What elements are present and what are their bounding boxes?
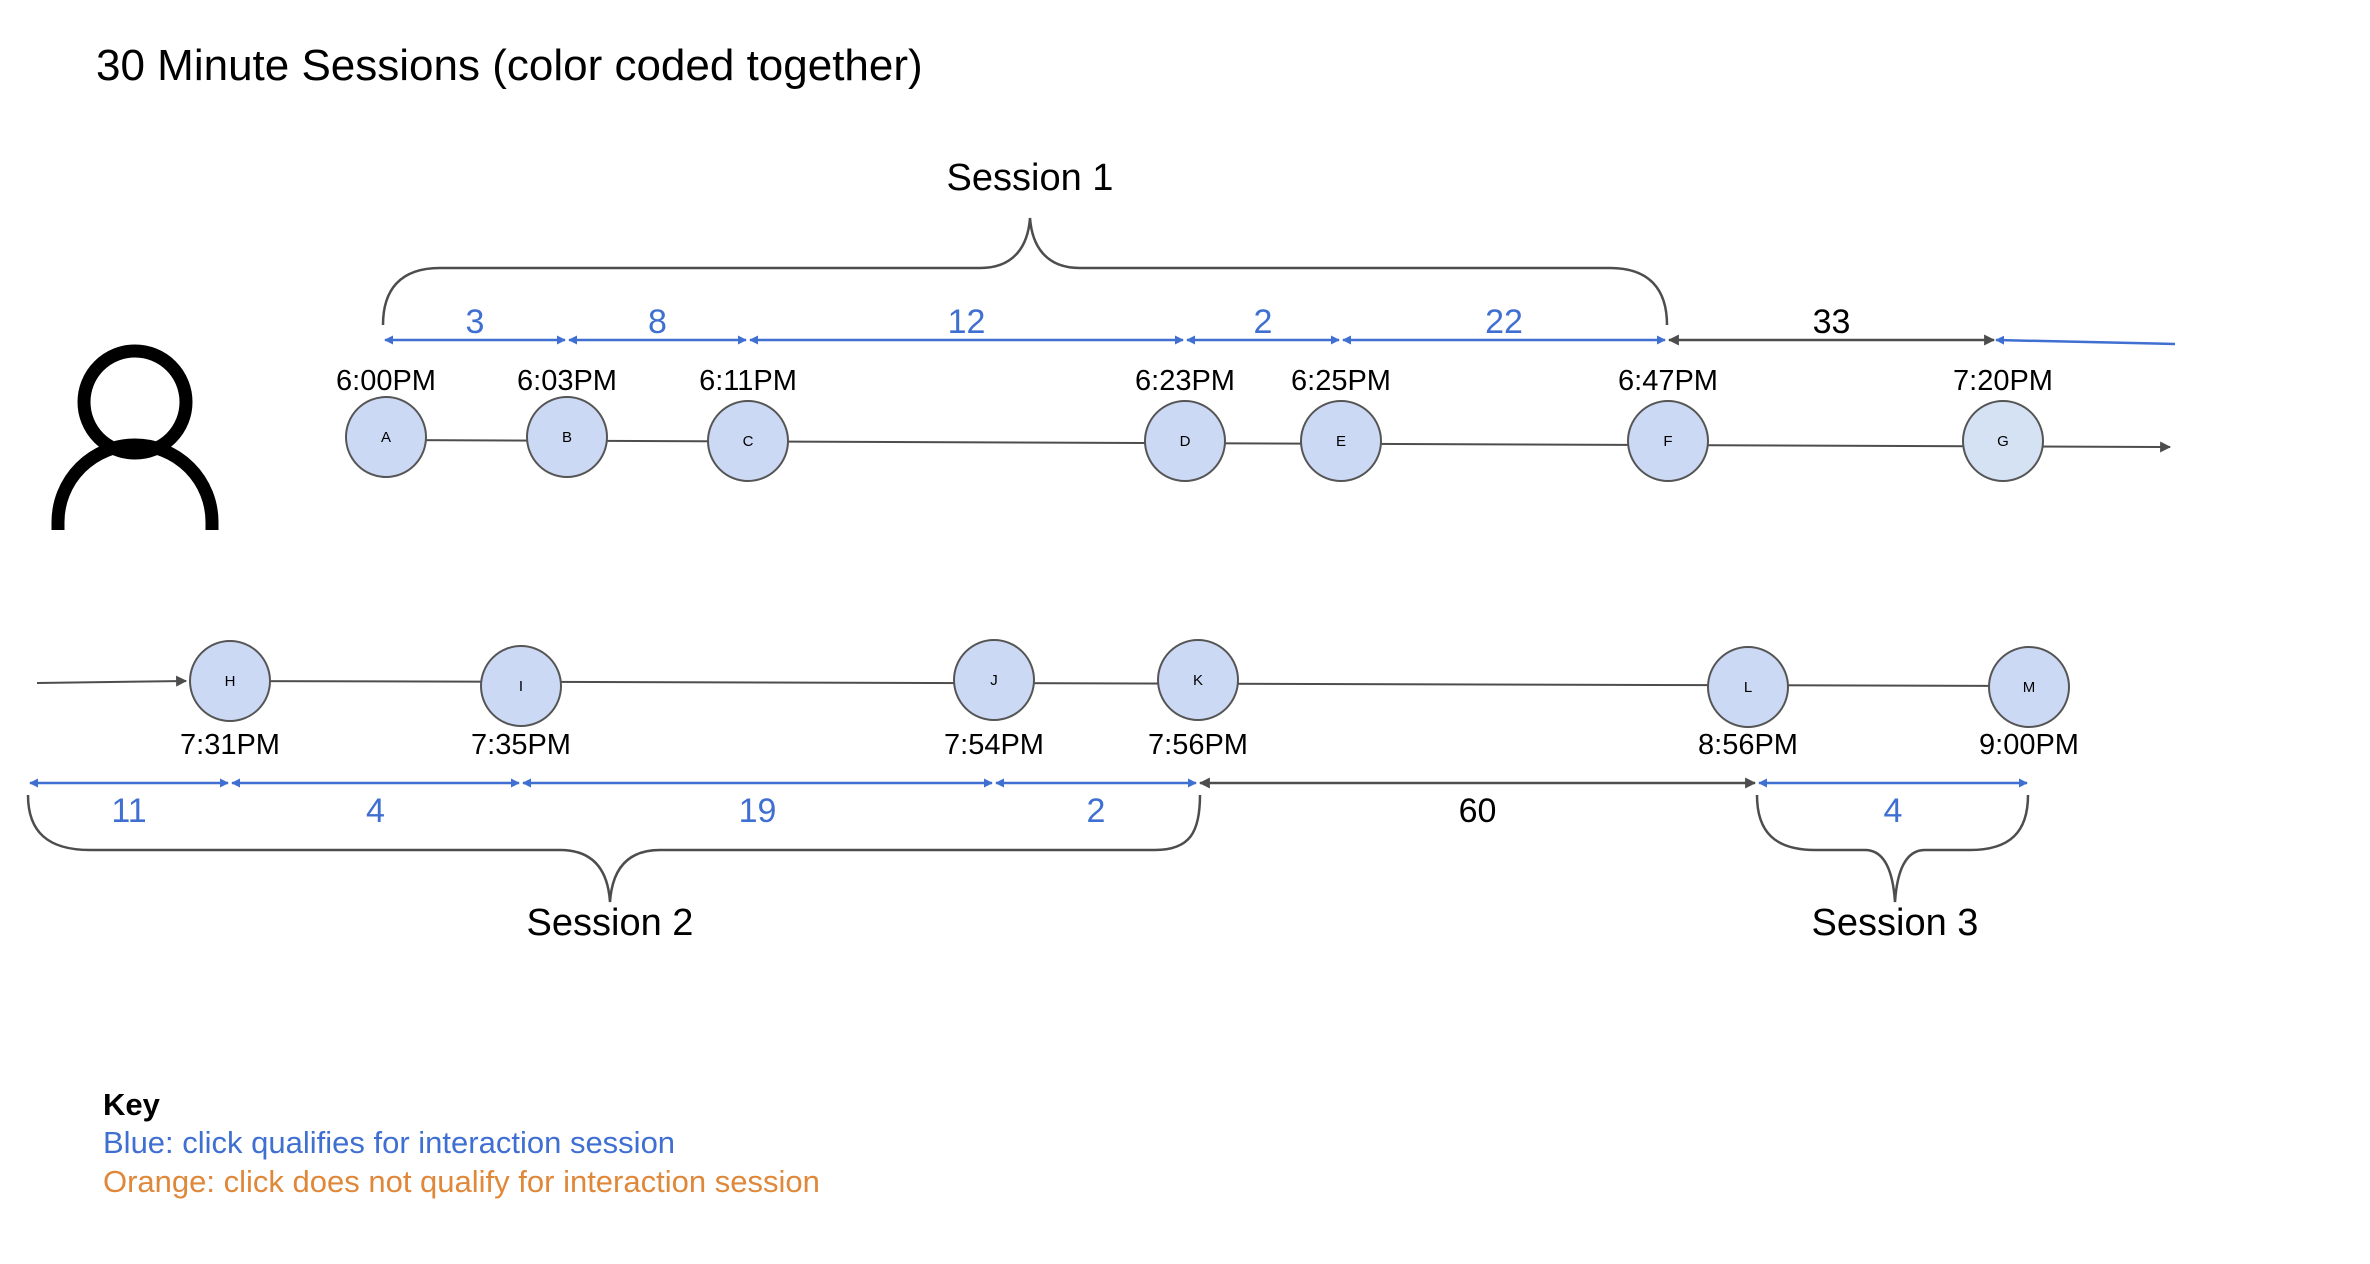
time-label: 7:20PM (1953, 365, 2053, 397)
gap-minutes-label: 4 (366, 792, 385, 830)
click-node-l: L 8:56PM (1698, 646, 1798, 761)
key-title: Key (103, 1087, 161, 1122)
time-label: 6:47PM (1618, 365, 1718, 397)
gap-interval: 2 (995, 778, 1197, 830)
click-node-a: A 6:00PM (336, 365, 436, 478)
node-circle (526, 396, 608, 478)
gap-minutes-label: 11 (111, 792, 146, 830)
node-circle (480, 645, 562, 727)
gap-minutes-label: 4 (1884, 792, 1903, 830)
click-node-k: K 7:56PM (1148, 639, 1248, 761)
gap-interval: 4 (231, 778, 520, 830)
node-label: E (1336, 433, 1346, 450)
time-label: 6:25PM (1291, 365, 1391, 397)
click-node-i: I 7:35PM (471, 645, 571, 761)
time-label: 6:23PM (1135, 365, 1235, 397)
node-label: C (743, 433, 754, 450)
gap-minutes-label: 12 (948, 303, 986, 341)
click-node-g: G 7:20PM (1953, 365, 2053, 482)
node-label: I (519, 678, 523, 695)
gap-minutes-label: 3 (466, 303, 485, 341)
gap-interval: 33 (1667, 303, 1996, 346)
key-blue-text: Blue: click qualifies for interaction se… (103, 1125, 675, 1160)
gap-minutes-label: 19 (739, 792, 777, 830)
gap-minutes-label: 2 (1254, 303, 1273, 341)
gap-interval: 3 (384, 303, 566, 345)
gap-interval: 4 (1758, 778, 2028, 830)
gap-minutes-label: 60 (1459, 792, 1497, 830)
node-label: F (1663, 433, 1672, 450)
gap-minutes-label: 8 (648, 303, 667, 341)
click-node-m: M 9:00PM (1979, 646, 2079, 761)
time-label: 7:31PM (180, 729, 280, 761)
key-orange-text: Orange: click does not qualify for inter… (103, 1164, 820, 1199)
session-2-label: Session 2 (527, 902, 694, 944)
click-node-h: H 7:31PM (180, 640, 280, 761)
session-3-brace (1755, 794, 2030, 903)
session-1-brace (381, 217, 1669, 326)
click-node-f: F 6:47PM (1618, 365, 1718, 482)
time-label: 6:11PM (699, 365, 797, 397)
page-title: 30 Minute Sessions (color coded together… (96, 41, 923, 90)
session-3-label: Session 3 (1812, 902, 1979, 944)
node-label: B (562, 429, 572, 446)
gap-interval: 11 (29, 778, 229, 830)
node-label: J (990, 672, 998, 689)
gap-interval: 60 (1198, 777, 1757, 830)
node-label: L (1744, 679, 1752, 696)
click-node-e: E 6:25PM (1291, 365, 1391, 482)
node-label: A (381, 429, 391, 446)
node-label: D (1180, 433, 1191, 450)
node-circle (1157, 639, 1239, 721)
node-label: M (2023, 679, 2036, 696)
user-icon (51, 344, 219, 530)
node-label: G (1997, 433, 2009, 450)
node-circle (1962, 400, 2044, 482)
timeline-row-2 (36, 675, 188, 687)
click-node-d: D 6:23PM (1135, 365, 1235, 482)
click-node-j: J 7:54PM (944, 639, 1044, 761)
node-label: H (225, 673, 236, 690)
time-label: 7:35PM (471, 729, 571, 761)
node-circle (189, 640, 271, 722)
session-1-label: Session 1 (947, 157, 1114, 199)
gap-interval: 22 (1342, 303, 1666, 345)
node-circle (1300, 400, 1382, 482)
node-circle (1707, 646, 1789, 728)
gap-interval: 2 (1186, 303, 1340, 345)
gap-minutes-label: 22 (1485, 303, 1523, 341)
time-label: 9:00PM (1979, 729, 2079, 761)
time-label: 8:56PM (1698, 729, 1798, 761)
node-label: K (1193, 672, 1203, 689)
node-circle (1627, 400, 1709, 482)
node-circle (1144, 400, 1226, 482)
gap-interval: 19 (522, 778, 993, 830)
gap-minutes-label: 33 (1813, 303, 1851, 341)
node-circle (707, 400, 789, 482)
time-label: 6:03PM (517, 365, 617, 397)
node-circle (953, 639, 1035, 721)
time-label: 7:56PM (1148, 729, 1248, 761)
click-node-c: C 6:11PM (699, 365, 797, 482)
gap-minutes-label: 2 (1087, 792, 1106, 830)
gap-arrow-continuation (1995, 335, 2176, 346)
time-label: 6:00PM (336, 365, 436, 397)
timeline-row-1 (387, 439, 2172, 453)
session-2-brace (26, 794, 1202, 903)
click-node-b: B 6:03PM (517, 365, 617, 478)
gap-interval: 8 (568, 303, 747, 345)
node-circle (1988, 646, 2070, 728)
gap-interval: 12 (749, 303, 1184, 345)
node-circle (345, 396, 427, 478)
time-label: 7:54PM (944, 729, 1044, 761)
